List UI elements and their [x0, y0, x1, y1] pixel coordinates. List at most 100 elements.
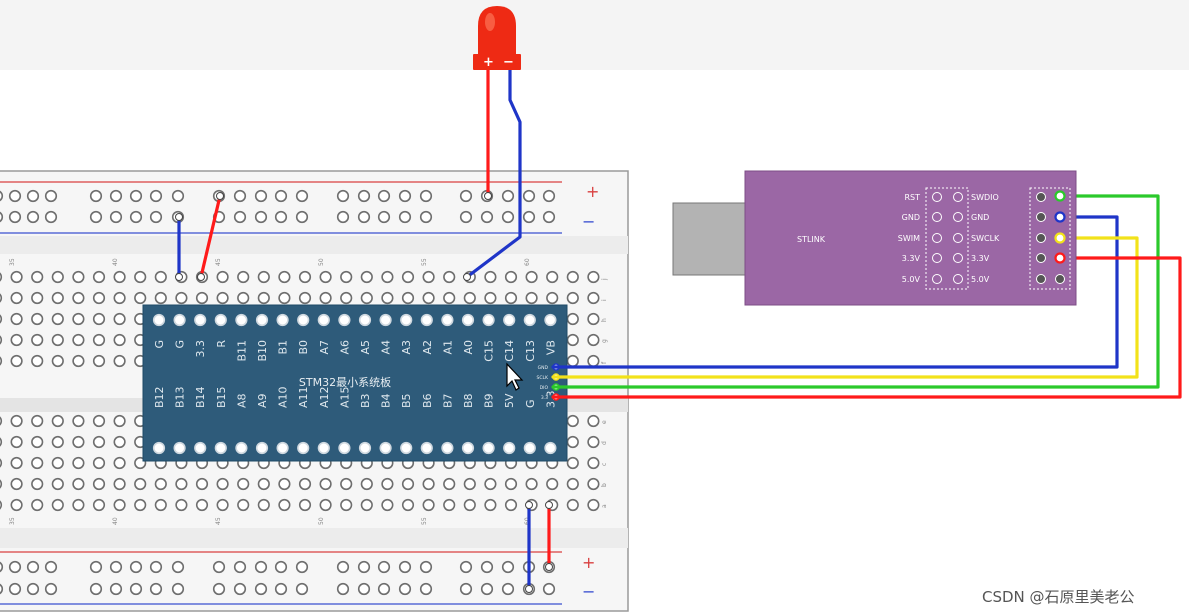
breadboard-hole — [587, 435, 600, 449]
rail-hole — [89, 189, 103, 203]
rail-hole — [398, 189, 412, 203]
rail-hole — [480, 582, 494, 596]
stlink-wire-pin — [1054, 252, 1066, 264]
breadboard-hole — [72, 477, 85, 491]
rail-hole — [357, 560, 371, 574]
rail-hole — [0, 190, 4, 202]
rail-hole — [0, 211, 4, 223]
stlink-pin — [932, 274, 942, 284]
board-pin-top — [482, 313, 495, 327]
rail-hole — [459, 582, 473, 596]
board-pin-bottom — [214, 441, 227, 455]
stlink-pin — [932, 253, 942, 263]
stlink-pin — [953, 274, 963, 284]
breadboard-hole — [504, 291, 518, 305]
rail-hole — [542, 189, 556, 203]
row-letter: d — [601, 441, 608, 445]
breadboard-hole — [463, 477, 476, 491]
rail-hole — [44, 189, 58, 203]
breadboard-gap-top — [0, 236, 628, 254]
rail-hole — [254, 560, 268, 574]
stlink-pin — [953, 192, 963, 202]
rail-hole — [480, 560, 494, 574]
breadboard-hole — [72, 333, 85, 347]
board-pin-bottom — [255, 441, 269, 455]
rail-hole — [274, 560, 288, 574]
breadboard-hole — [31, 270, 44, 284]
breadboard-hole — [587, 456, 600, 470]
rail-hole — [274, 189, 288, 203]
board-pin-label-bottom: B7 — [441, 393, 454, 408]
breadboard-hole — [72, 498, 85, 512]
breadboard-hole — [51, 270, 64, 284]
rail-minus-sign-top: − — [582, 212, 595, 231]
breadboard-hole — [51, 456, 64, 470]
rail-hole — [8, 189, 22, 203]
breadboard-hole — [381, 291, 394, 305]
breadboard-hole — [381, 477, 394, 491]
rail-hole — [129, 582, 143, 596]
row-letter: g — [601, 339, 608, 343]
board-pin-label-bottom: G — [524, 399, 537, 408]
breadboard-hole — [113, 312, 126, 326]
board-pin-label-top: A7 — [318, 340, 331, 355]
column-number: 35 — [9, 258, 16, 266]
rail-hole — [26, 560, 40, 574]
breadboard-hole — [237, 498, 250, 512]
row-letter: b — [601, 483, 608, 487]
wire-endpoint — [175, 213, 183, 221]
wire-endpoint — [525, 501, 533, 509]
rail-hole — [522, 210, 536, 224]
board-pin-label-top: G — [174, 340, 187, 349]
stlink-swdio-wire — [551, 194, 1160, 389]
stlink-pin — [953, 212, 963, 222]
breadboard-hole — [113, 456, 126, 470]
breadboard-hole — [216, 498, 229, 512]
breadboard-hole — [278, 498, 291, 512]
board-pin-label-top: A3 — [400, 340, 413, 355]
board-pin-label-bottom: B5 — [400, 393, 413, 408]
stlink-3v3-wire — [551, 256, 1182, 399]
rail-hole — [501, 582, 515, 596]
breadboard-hole — [278, 270, 291, 284]
column-number: 60 — [524, 258, 531, 266]
board-pin-bottom — [276, 441, 289, 455]
breadboard-hole — [92, 477, 106, 491]
board-pin-top — [503, 313, 516, 327]
breadboard-hole — [92, 435, 106, 449]
column-number: 45 — [215, 258, 222, 266]
rail-hole — [419, 189, 433, 203]
wire-endpoint — [545, 501, 553, 509]
board-pin-top — [194, 313, 207, 327]
rail-hole — [89, 560, 103, 574]
breadboard-hole — [113, 291, 126, 305]
rail-hole — [274, 210, 288, 224]
breadboard-hole — [525, 291, 538, 305]
led-dome — [478, 6, 516, 55]
breadboard-hole — [340, 477, 353, 491]
jumper-3v3-wire — [199, 194, 222, 279]
board-pin-top — [214, 313, 227, 327]
breadboard-hole — [257, 477, 270, 491]
breadboard-hole — [484, 291, 497, 305]
breadboard-hole — [566, 354, 579, 368]
rail-hole — [501, 210, 515, 224]
breadboard-hole — [10, 270, 23, 284]
rail-hole — [171, 560, 185, 574]
rail-hole — [357, 210, 371, 224]
breadboard-hole — [319, 477, 332, 491]
breadboard-hole — [546, 270, 559, 284]
breadboard-hole — [0, 356, 3, 366]
breadboard-hole — [237, 291, 250, 305]
breadboard-hole — [566, 333, 579, 347]
breadboard-hole — [566, 435, 579, 449]
breadboard-hole — [72, 456, 85, 470]
breadboard-hole — [566, 291, 579, 305]
rail-hole — [89, 210, 103, 224]
board-pin-label-bottom: B8 — [462, 393, 475, 408]
stlink-pin — [932, 192, 942, 202]
board-pin-label-bottom: B12 — [153, 386, 166, 408]
breadboard-hole — [92, 498, 106, 512]
breadboard-hole — [216, 291, 229, 305]
